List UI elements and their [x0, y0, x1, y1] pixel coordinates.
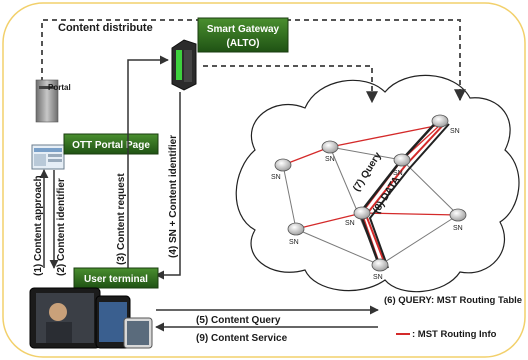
- gateway-to-cloud-line: [203, 65, 378, 104]
- step9-label: (9) Content Service: [196, 333, 288, 344]
- router-icon: SN: [449, 208, 467, 232]
- legend-label: : MST Routing Info: [412, 329, 497, 340]
- smart-gateway-box: [197, 17, 289, 53]
- network-cloud: [235, 74, 520, 293]
- gray-links: [282, 146, 459, 266]
- svg-text:SN: SN: [393, 170, 403, 177]
- step5-label: (5) Content Query: [196, 315, 281, 326]
- step2-label: (2) Content identifier: [56, 178, 67, 276]
- content-request-line: [127, 55, 169, 268]
- step1-label: (1) Content approach: [33, 175, 44, 276]
- gateway-icon: [171, 39, 197, 91]
- smart-gateway-label: Smart Gateway: [207, 24, 280, 35]
- svg-text:SN: SN: [345, 220, 355, 227]
- step3-label: (3) Content request: [116, 173, 127, 265]
- data-path-black: [368, 123, 450, 269]
- step6-label: (6) QUERY: MST Routing Table: [384, 295, 522, 306]
- ott-portal-box: [63, 133, 159, 155]
- data-path: [364, 121, 447, 265]
- query-path: [358, 117, 441, 263]
- router-icon: SN: [271, 158, 292, 181]
- phone-icon: [123, 317, 153, 349]
- router-icon: SN: [371, 258, 389, 281]
- svg-text:SN: SN: [271, 174, 281, 181]
- ott-portal-label: OTT Portal Page: [72, 140, 150, 151]
- portal-label: Portal: [48, 83, 71, 92]
- router-icon: SN: [431, 114, 460, 135]
- webpage-icon: [31, 144, 65, 170]
- sn-identifier-line: [155, 92, 181, 280]
- step4-label: (4) SN + Content identifier: [168, 135, 179, 258]
- router-icon: SN: [321, 140, 339, 163]
- user-terminal-label: User terminal: [84, 274, 148, 285]
- svg-text:SN: SN: [450, 128, 460, 135]
- svg-text:SN: SN: [289, 239, 299, 246]
- phone-icon: [95, 295, 131, 349]
- content-distribute-label: Content distribute: [58, 22, 153, 34]
- router-icon: SN: [393, 153, 411, 177]
- svg-text:SN: SN: [325, 156, 335, 163]
- alto-label: (ALTO): [227, 38, 260, 49]
- tablet-icon: [29, 287, 101, 349]
- router-icon: SN: [345, 206, 371, 227]
- server-icon: [35, 79, 59, 123]
- router-icon: SN: [287, 222, 305, 246]
- svg-text:SN: SN: [453, 225, 463, 232]
- user-terminal-box: [73, 267, 159, 289]
- svg-text:SN: SN: [373, 274, 383, 281]
